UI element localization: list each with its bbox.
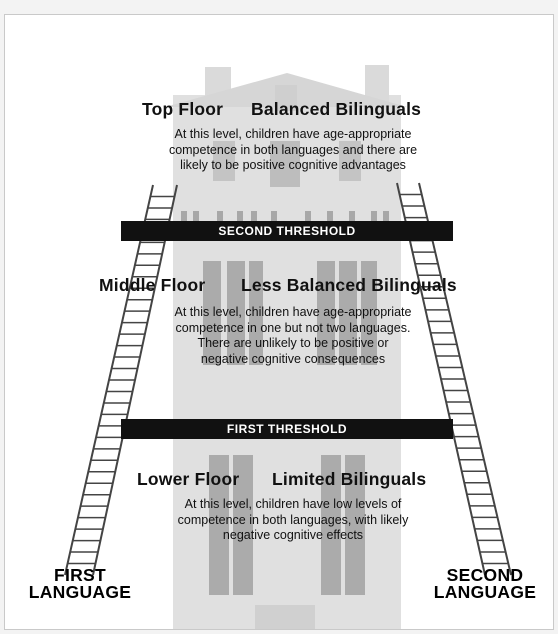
lower-floor-description: At this level, children have low levels …: [177, 497, 409, 542]
middle-floor-description: At this level, children have age-appropr…: [174, 305, 412, 366]
first-language-line2: LANGUAGE: [28, 582, 132, 602]
first-threshold-band: FIRST THRESHOLD: [121, 419, 453, 439]
house-illustration: [64, 65, 512, 629]
diagram-frame: Top Floor Balanced Bilinguals At this le…: [4, 14, 554, 630]
middle-floor-label: Middle Floor: [99, 275, 206, 295]
second-threshold-band: SECOND THRESHOLD: [121, 221, 453, 241]
middle-floor-group: Less Balanced Bilinguals: [241, 275, 457, 295]
second-language-label: SECOND LANGUAGE: [419, 565, 551, 602]
first-language-label: FIRST LANGUAGE: [15, 565, 145, 602]
second-language-line1: SECOND: [446, 565, 524, 585]
top-floor-label: Top Floor: [142, 99, 224, 119]
second-language-ladder: [396, 182, 512, 576]
top-floor-description: At this level, children have age-appropr…: [168, 127, 418, 172]
lower-floor-group: Limited Bilinguals: [272, 469, 427, 489]
second-language-line2: LANGUAGE: [433, 582, 537, 602]
top-floor-group: Balanced Bilinguals: [251, 99, 422, 119]
lower-floor-label: Lower Floor: [137, 469, 240, 489]
first-language-line1: FIRST: [53, 565, 107, 585]
building: [165, 65, 407, 629]
